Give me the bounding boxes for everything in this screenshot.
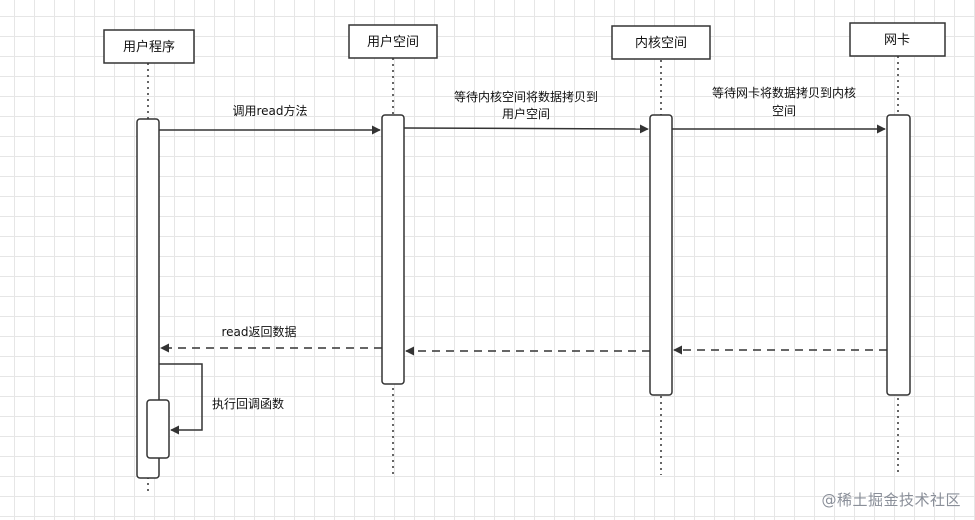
activation-user-program (136, 118, 160, 479)
activation-nic (886, 114, 911, 396)
actor-kernel-space: 内核空间 (611, 25, 711, 60)
actor-user-space: 用户空间 (348, 24, 438, 59)
actor-nic: 网卡 (849, 22, 946, 57)
actor-label: 网卡 (884, 33, 910, 48)
watermark: @稀土掘金技术社区 (821, 491, 961, 509)
actor-label: 内核空间 (635, 35, 687, 51)
label-wait-nic-line1: 等待网卡将数据拷贝到内核 (712, 85, 856, 100)
label-wait-nic-line2: 空间 (772, 104, 796, 118)
arrow-exec-callback (159, 363, 203, 435)
actor-label: 用户空间 (367, 34, 419, 50)
label-wait-kernel-line2: 用户空间 (502, 106, 550, 121)
label-call-read: 调用read方法 (232, 103, 307, 118)
activation-user-space (381, 114, 405, 385)
label-wait-kernel-line1: 等待内核空间将数据拷贝到 (454, 89, 598, 104)
arrow-wait-kernel (403, 124, 649, 134)
activation-callback (146, 399, 170, 459)
activations (136, 114, 911, 479)
actor-user-program: 用户程序 (103, 29, 195, 64)
lifelines (147, 56, 899, 495)
label-read-return: read返回数据 (221, 324, 296, 339)
return-arrows (160, 343, 887, 356)
request-arrows (159, 124, 886, 135)
actor-label: 用户程序 (123, 39, 175, 55)
activation-kernel-space (649, 114, 673, 396)
label-exec-callback: 执行回调函数 (212, 396, 284, 411)
